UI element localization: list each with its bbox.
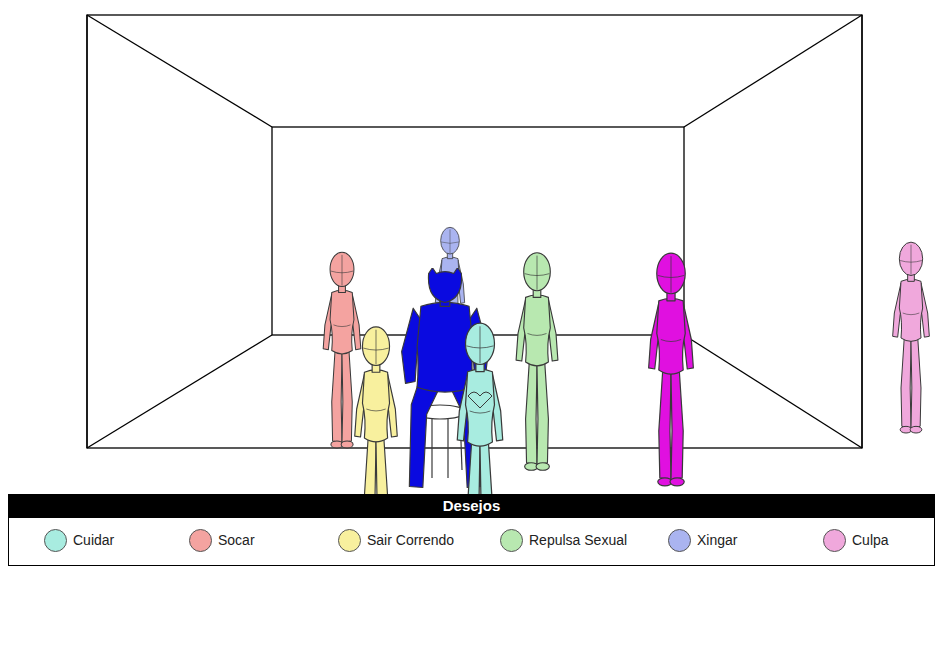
figure-magenta: [649, 253, 694, 486]
legend-text: Sair Correndo: [367, 532, 454, 548]
legend-swatch: [189, 529, 212, 552]
heart-hands: [468, 392, 492, 408]
legend-swatch: [500, 529, 523, 552]
legend-text: Culpa: [852, 532, 889, 548]
wall-edge: [86, 15, 87, 448]
legend-swatch: [823, 529, 846, 552]
legend-title: Desejos: [8, 494, 935, 518]
legend-header: Desejos: [8, 494, 935, 518]
legend-text: Xingar: [697, 532, 737, 548]
legend-text: Socar: [218, 532, 255, 548]
figure-repulsa: [516, 253, 558, 471]
legend-swatch: [338, 529, 361, 552]
figure-culpa: [893, 242, 930, 433]
legend-text: Repulsa Sexual: [529, 532, 627, 548]
legend-text: Cuidar: [73, 532, 114, 548]
wall-edge: [861, 15, 862, 448]
legend-box: Cuidar Socar Sair Correndo Repulsa Sexual Xi…: [8, 518, 935, 566]
figure-socar: [323, 252, 361, 448]
legend-swatch: [668, 529, 691, 552]
legend-swatch: [44, 529, 67, 552]
